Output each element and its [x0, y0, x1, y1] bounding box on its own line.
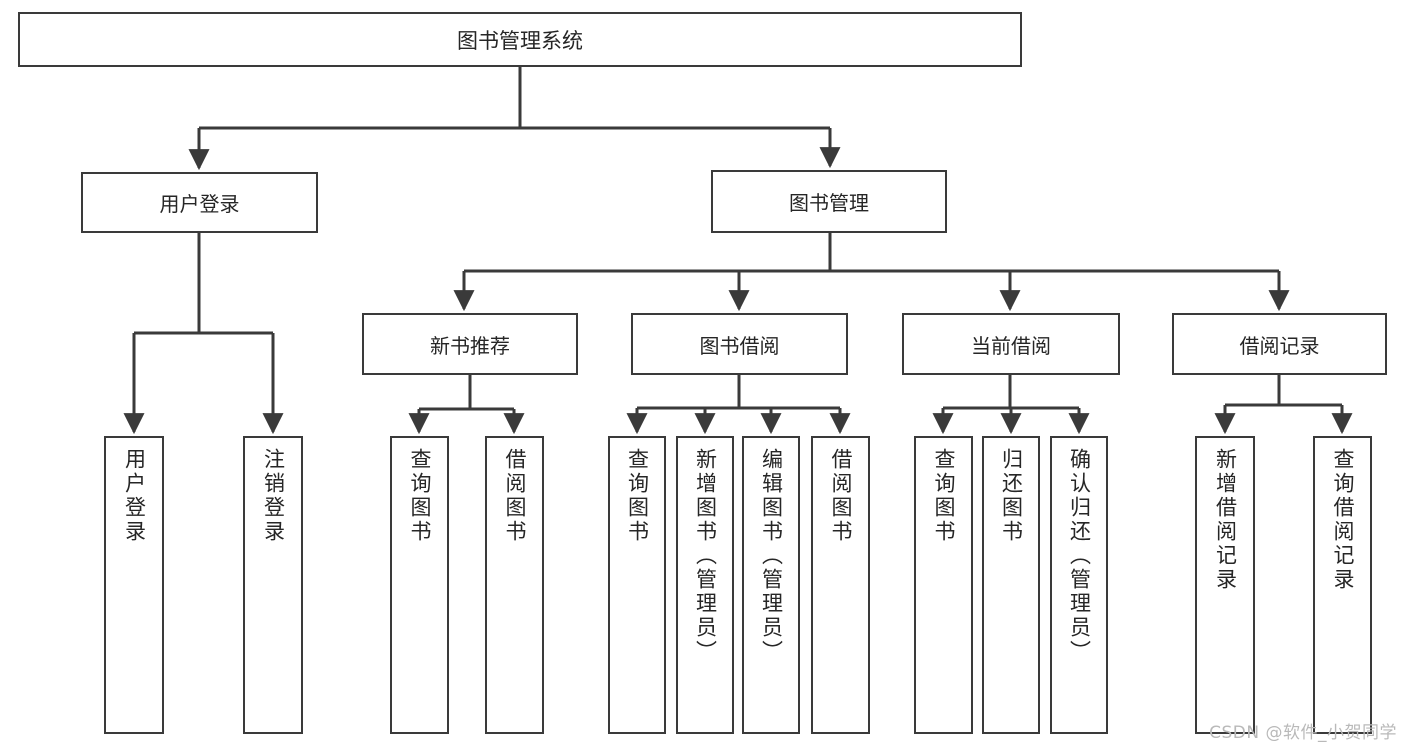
leaf-query-book-borrow[interactable]: 查询图书 [608, 436, 666, 734]
leaf-borrow-book-recommend-label: 借阅图书 [503, 448, 527, 544]
leaf-lend-book-label: 借阅图书 [829, 448, 853, 544]
leaf-edit-book-admin[interactable]: 编辑图书（管理员） [742, 436, 800, 734]
leaf-confirm-return-admin[interactable]: 确认归还（管理员） [1050, 436, 1108, 734]
node-book-borrow[interactable]: 图书借阅 [631, 313, 848, 375]
node-root[interactable]: 图书管理系统 [18, 12, 1022, 67]
leaf-query-book-borrow-label: 查询图书 [625, 448, 650, 544]
leaf-add-book-admin[interactable]: 新增图书（管理员） [676, 436, 734, 734]
leaf-borrow-book-recommend[interactable]: 借阅图书 [485, 436, 544, 734]
node-borrow-record[interactable]: 借阅记录 [1172, 313, 1387, 375]
leaf-add-borrow-record-label: 新增借阅记录 [1213, 448, 1238, 592]
leaf-user-login[interactable]: 用户登录 [104, 436, 164, 734]
leaf-logout[interactable]: 注销登录 [243, 436, 303, 734]
node-current-borrow[interactable]: 当前借阅 [902, 313, 1120, 375]
node-book-management-label: 图书管理 [789, 191, 869, 215]
leaf-return-book[interactable]: 归还图书 [982, 436, 1040, 734]
leaf-query-book-recommend[interactable]: 查询图书 [390, 436, 449, 734]
leaf-query-book-recommend-label: 查询图书 [408, 448, 432, 544]
leaf-user-login-label: 用户登录 [122, 448, 147, 544]
node-new-book-recommend-label: 新书推荐 [430, 333, 510, 358]
leaf-return-book-label: 归还图书 [999, 448, 1024, 544]
leaf-query-book-current[interactable]: 查询图书 [914, 436, 973, 734]
node-book-management[interactable]: 图书管理 [711, 170, 947, 233]
leaf-query-borrow-record[interactable]: 查询借阅记录 [1313, 436, 1372, 734]
node-root-label: 图书管理系统 [457, 28, 583, 53]
leaf-confirm-return-admin-label: 确认归还（管理员） [1067, 448, 1092, 664]
leaf-query-book-current-label: 查询图书 [932, 448, 956, 544]
csdn-watermark: CSDN @软件_小贺同学 [1209, 723, 1397, 743]
leaf-lend-book[interactable]: 借阅图书 [811, 436, 870, 734]
node-book-borrow-label: 图书借阅 [699, 333, 780, 358]
leaf-query-borrow-record-label: 查询借阅记录 [1331, 448, 1355, 592]
node-new-book-recommend[interactable]: 新书推荐 [362, 313, 578, 375]
node-user-login[interactable]: 用户登录 [81, 172, 318, 233]
node-borrow-record-label: 借阅记录 [1239, 333, 1320, 358]
node-current-borrow-label: 当前借阅 [971, 333, 1051, 358]
leaf-add-borrow-record[interactable]: 新增借阅记录 [1195, 436, 1255, 734]
leaf-logout-label: 注销登录 [261, 448, 286, 544]
node-user-login-label: 用户登录 [159, 192, 240, 216]
leaf-edit-book-admin-label: 编辑图书（管理员） [759, 448, 784, 664]
leaf-add-book-admin-label: 新增图书（管理员） [693, 448, 718, 664]
